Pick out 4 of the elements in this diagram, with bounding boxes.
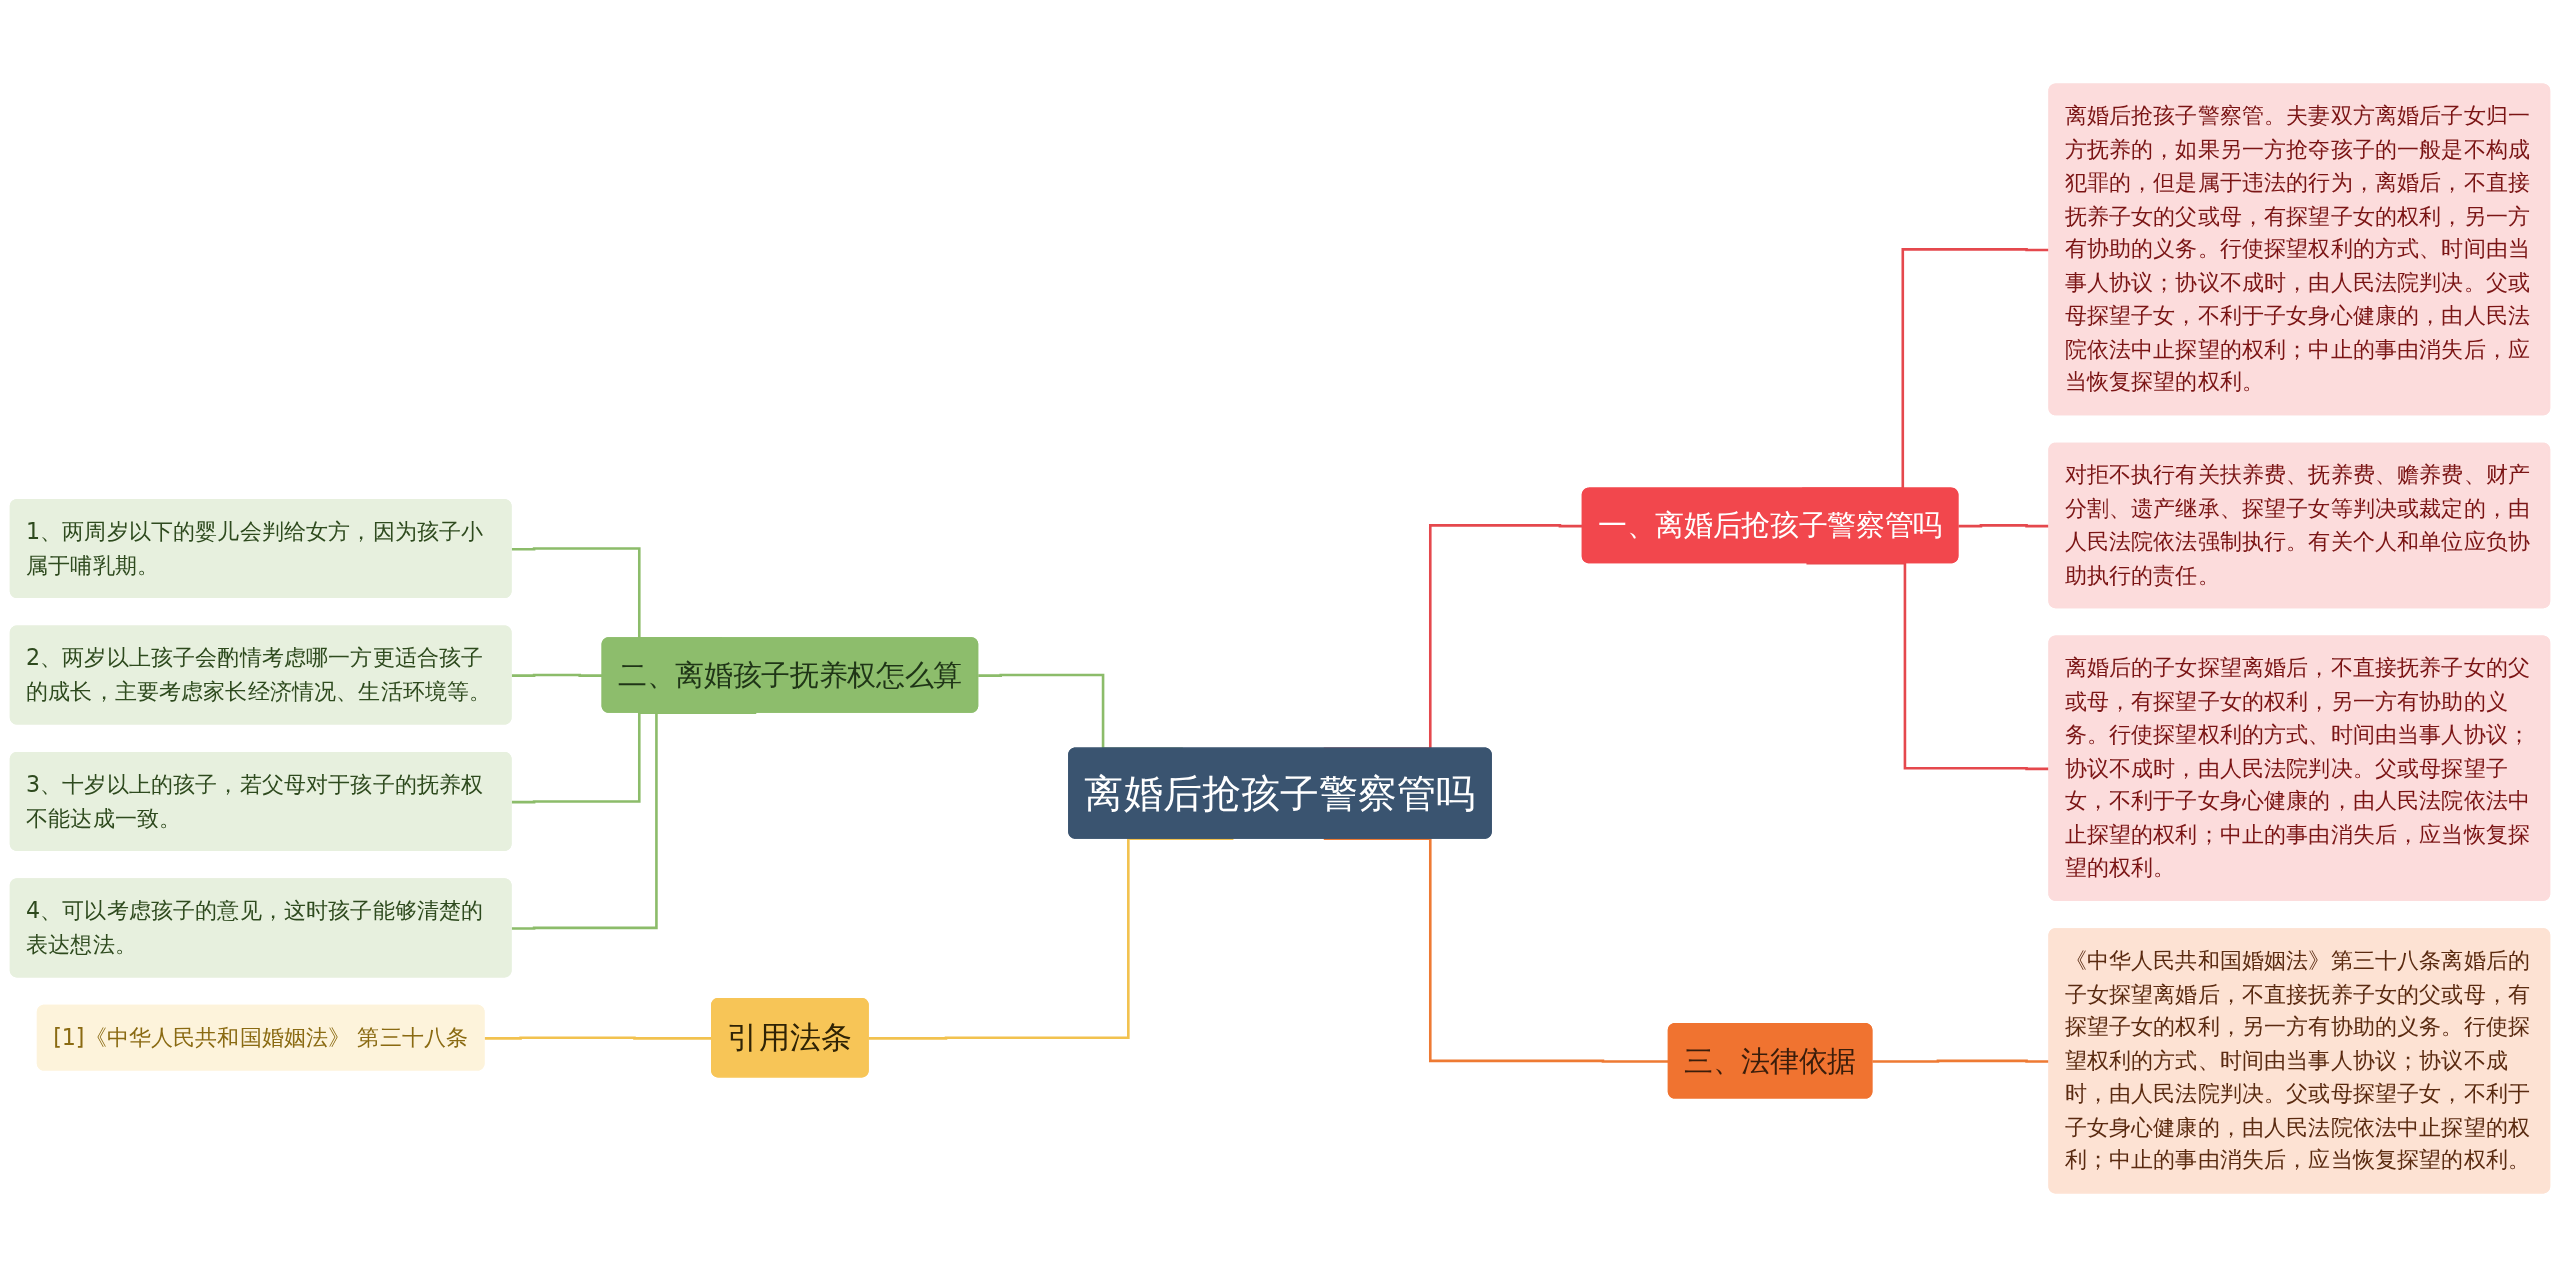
connector: [511, 673, 603, 677]
connector: [1872, 1059, 2050, 1063]
connector: [1806, 561, 2050, 771]
connector: [1958, 524, 2050, 528]
